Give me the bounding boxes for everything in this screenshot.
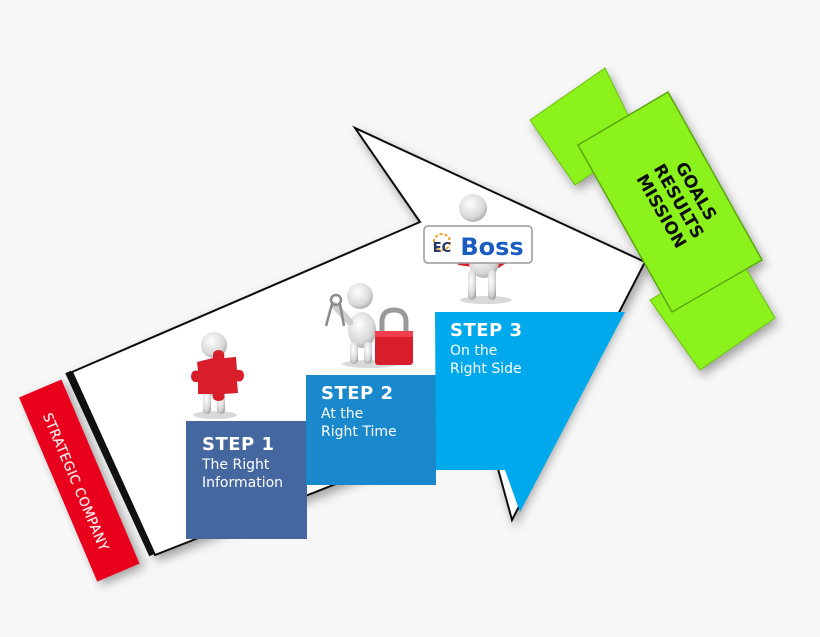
padlock-icon: [375, 307, 413, 365]
step2-title: STEP 2: [321, 383, 394, 404]
arrow-base-line: [65, 370, 155, 557]
step1-line1: The Right: [202, 457, 270, 473]
step3-line2: Right Side: [450, 361, 522, 377]
logo-prefix: EC: [433, 241, 451, 256]
sign-icon: EC Boss: [423, 225, 533, 264]
figure-with-puzzle-piece: [191, 332, 244, 419]
step3-line1: On the: [450, 343, 498, 359]
keys-icon: [324, 293, 346, 327]
goals-ribbon: GOALS RESULTS MISSION: [529, 67, 776, 371]
step3-label: STEP 3 On the Right Side: [450, 320, 523, 378]
figure-holding-sign: EC Boss: [423, 194, 533, 304]
step2-line2: Right Time: [321, 424, 397, 440]
step1-line2: Information: [202, 475, 284, 491]
step2-line1: At the: [321, 406, 364, 422]
step2-block: [306, 375, 436, 485]
step3-title: STEP 3: [450, 320, 523, 341]
ribbon-band: [576, 90, 764, 314]
step1-title: STEP 1: [202, 434, 275, 455]
step1-block: [186, 421, 307, 539]
logo-name: Boss: [460, 233, 523, 261]
step2-label: STEP 2 At the Right Time: [321, 383, 397, 441]
step1-label: STEP 1 The Right Information: [202, 434, 283, 492]
step3-block: [435, 312, 625, 512]
figure-with-keys-and-lock: [324, 283, 413, 368]
puzzle-icon: [191, 350, 244, 401]
